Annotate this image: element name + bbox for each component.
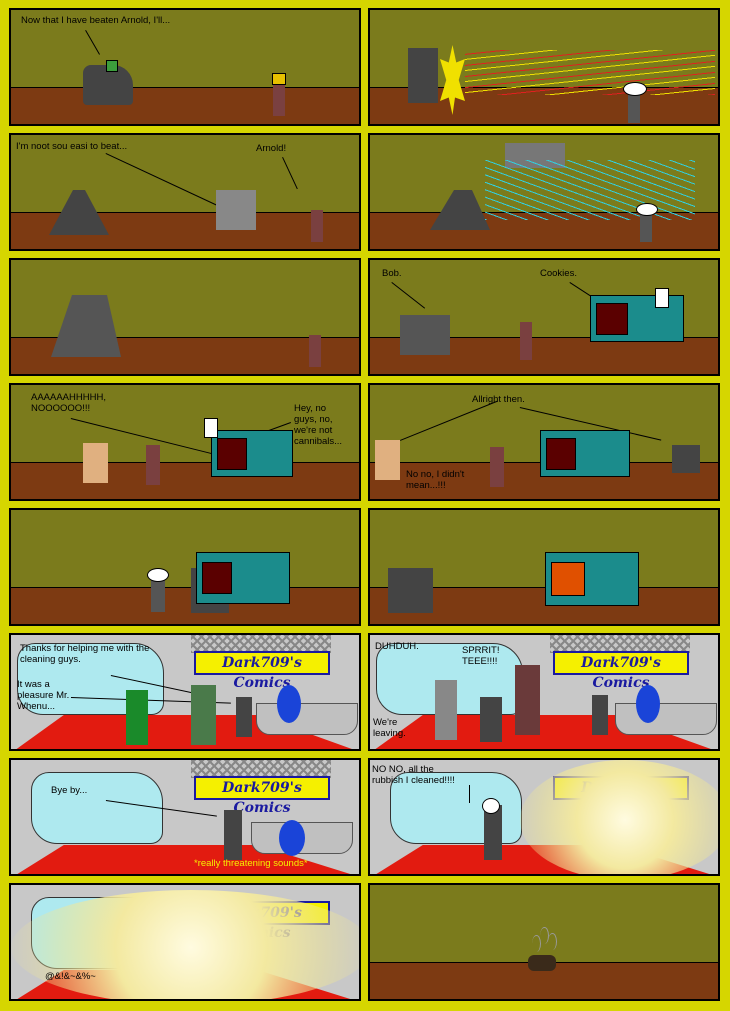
blue-blob-figure	[636, 685, 660, 723]
speech-text: No no, I didn't mean...!!!	[406, 469, 465, 491]
logo-sign: Dark709's Comics	[194, 651, 330, 691]
speech-text: @&!&~&%~	[45, 971, 96, 982]
arnold-figure	[490, 447, 504, 487]
panel-8: Allright then. No no, I didn't mean...!!…	[368, 383, 720, 501]
arnold-figure	[520, 322, 532, 360]
logo-sign: Dark709's Comics	[194, 776, 330, 816]
panel-7: AAAAAAHHHHH, NOOOOOO!!! Hey, no guys, no…	[9, 383, 361, 501]
panel-2	[368, 8, 720, 126]
robot-villain	[224, 810, 242, 860]
chef-hat-icon	[204, 418, 218, 438]
panel-4	[368, 133, 720, 251]
speech-text: DUHDUH.	[375, 641, 419, 652]
arnold-figure	[640, 210, 652, 242]
robot-villain	[408, 48, 438, 103]
oven	[590, 295, 684, 342]
panel-12: Dark709's Comics DUHDUH. SPRRIT! TEEE!!!…	[368, 633, 720, 751]
speech-text: Cookies.	[540, 268, 577, 279]
speech-text: Thanks for helping me with the cleaning …	[20, 643, 150, 665]
panel-3: I'm noot sou easi to beat... Arnold!	[9, 133, 361, 251]
skull-icon	[482, 798, 500, 814]
panel-16	[368, 883, 720, 1001]
panel-10	[368, 508, 720, 626]
speech-text: AAAAAAHHHHH, NOOOOOO!!!	[31, 392, 106, 414]
electric-beam	[485, 160, 695, 220]
green-robot	[126, 690, 148, 745]
bob-figure	[375, 440, 400, 480]
robot-with-bob	[400, 315, 450, 355]
blue-blob-figure	[277, 685, 301, 723]
chef-hat-icon	[655, 288, 669, 308]
bug-robot	[515, 665, 540, 735]
panel-9	[9, 508, 361, 626]
speech-text: Hey, no guys, no, we're not cannibals...	[294, 403, 343, 447]
speech-text: Bye by...	[51, 785, 88, 796]
arnold-figure	[311, 210, 323, 242]
panel-11: Dark709's Comics Thanks for helping me w…	[9, 633, 361, 751]
speech-text: Allright then.	[472, 394, 525, 405]
bob-figure	[216, 190, 256, 230]
arnold-figure	[151, 580, 165, 612]
burnt-debris	[528, 955, 556, 971]
oven	[545, 552, 639, 606]
robot-villain	[191, 685, 216, 745]
bob-figure	[83, 443, 108, 483]
oven	[540, 430, 630, 477]
speech-text: Now that I have beaten Arnold, I'll...	[21, 15, 171, 26]
googly-eyes-icon	[623, 82, 647, 96]
googly-eyes-icon	[147, 568, 169, 582]
panel-13: Dark709's Comics Bye by... *really threa…	[9, 758, 361, 876]
speech-text: We're leaving.	[373, 717, 406, 739]
speech-text: I'm noot sou easi to beat...	[16, 141, 128, 152]
oven	[211, 430, 293, 477]
arnold-figure	[309, 335, 321, 367]
arnold-figure	[628, 95, 640, 123]
dust-cloud	[11, 890, 359, 999]
panel-14: Dark709's Comics NO NO, all the rubbish …	[368, 758, 720, 876]
arnold-figure	[146, 445, 160, 485]
speech-text: NO NO, all the rubbish I cleaned!!!!	[372, 764, 455, 786]
panel-5	[9, 258, 361, 376]
panel-6: Bob. Cookies.	[368, 258, 720, 376]
robot-villain	[480, 697, 502, 742]
robot-head	[106, 60, 118, 72]
oven	[196, 552, 290, 604]
arnold-head	[272, 73, 286, 85]
grey-robot	[435, 680, 457, 740]
logo-sign: Dark709's Comics	[553, 651, 689, 691]
small-robot	[592, 695, 608, 735]
panel-15: Dark709's Comics @&!&~&%~	[9, 883, 361, 1001]
speech-text: SPRRIT! TEEE!!!!	[462, 645, 500, 667]
robot-figure	[484, 805, 502, 860]
robot-villain	[388, 568, 433, 613]
speech-text: Bob.	[382, 268, 402, 279]
speech-text: It was a pleasure Mr. Whenu...	[17, 679, 70, 712]
sound-effect: *really threatening sounds*	[194, 858, 308, 869]
laser-beams	[465, 50, 715, 95]
speech-text: Arnold!	[256, 143, 287, 154]
chef-figure	[672, 445, 700, 473]
blue-blob-figure	[279, 820, 305, 856]
panel-1: Now that I have beaten Arnold, I'll...	[9, 8, 361, 126]
googly-eyes-icon	[636, 203, 658, 216]
arnold-figure	[273, 80, 285, 116]
small-robot	[236, 697, 252, 737]
dust-cloud	[520, 760, 718, 874]
